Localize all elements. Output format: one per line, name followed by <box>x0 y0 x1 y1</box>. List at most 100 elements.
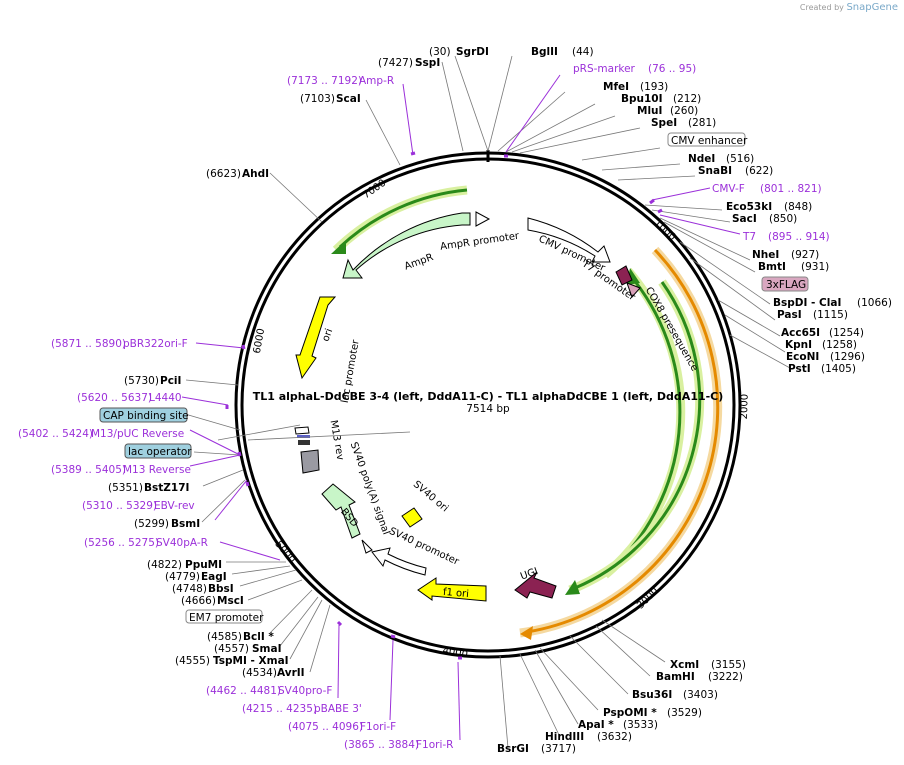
site-psti: PstI <box>788 363 811 375</box>
orf-arrow-orange <box>526 248 720 634</box>
primer-m13-puc-reverse: M13/pUC Reverse <box>91 428 184 440</box>
primer-marks <box>225 151 663 660</box>
feature-cox8-presequence <box>615 265 633 286</box>
site-pos-acc65i: (1254) <box>829 327 864 339</box>
site-bbsi: BbsI <box>208 583 234 595</box>
feature-3xflag-label: 3xFLAG <box>766 279 806 291</box>
primer-pos-m13-puc-reverse: (5402 .. 5424) <box>18 428 93 440</box>
box-cap-binding-site <box>99 407 188 423</box>
box-3xflag <box>761 276 809 292</box>
site-pos-psti: (1405) <box>821 363 856 375</box>
primer-f1ori-f: F1ori-F <box>360 721 396 733</box>
primer-pos-l4440: (5620 .. 5637) <box>77 392 152 404</box>
feature-lac-promoter <box>294 426 310 435</box>
site-pos-pasi: (1115) <box>813 309 848 321</box>
site-snabi: SnaBI <box>698 165 732 177</box>
feature-ugi <box>514 571 557 599</box>
site-bsrgi: BsrGI <box>497 743 529 755</box>
feature-cap-binding-site-label: CAP binding site <box>103 410 189 422</box>
site-pos-smai: (4557) <box>214 643 249 655</box>
site-pos-bsmi: (5299) <box>134 518 169 530</box>
site-eagi: EagI <box>201 571 227 583</box>
feature-ori <box>295 296 337 380</box>
primer-l4440: L4440 <box>149 392 182 404</box>
primer-sv40pro-f: SV40pro-F <box>278 685 332 697</box>
site-pos-kpni: (1258) <box>822 339 857 351</box>
tick-3000: 3000 <box>635 586 661 612</box>
primer-pos-f1ori-r: (3865 .. 3884) <box>344 739 419 751</box>
primer-amp-r: Amp-R <box>359 75 394 87</box>
primer-pos-f1ori-f: (4075 .. 4096) <box>288 721 363 733</box>
site-bglii: BglII <box>531 46 558 58</box>
site-pos-tspmi-xmai: (4555) <box>175 655 210 667</box>
site-pos-avrii: (4534) <box>242 667 277 679</box>
site-pos-bbsi: (4748) <box>172 583 207 595</box>
site-pos-apai: (3533) <box>623 719 658 731</box>
feature-m13-rev <box>298 440 310 445</box>
site-pasi: PasI <box>777 309 802 321</box>
snapgene-logo: SnapGene <box>846 2 898 13</box>
primer-pbabe3: pBABE 3' <box>314 703 362 715</box>
site-ppumi: PpuMI <box>185 559 222 571</box>
site-pos-mfei: (193) <box>640 81 668 93</box>
site-eco53ki: Eco53kI <box>726 201 772 213</box>
primer-cmv-f: CMV-F <box>712 183 745 195</box>
site-pos-scai: (7103) <box>300 93 335 105</box>
primer-leader-lines <box>181 74 741 741</box>
primer-pbr322ori-f: pBR322ori-F <box>123 338 188 350</box>
orf-arrowhead-green-2 <box>331 240 346 254</box>
site-bpu10i: Bpu10I <box>621 93 663 105</box>
primer-prs-marker: pRS-marker <box>573 63 636 75</box>
box-cmv-enhancer <box>667 132 746 147</box>
site-avrii: AvrII <box>277 667 305 679</box>
site-saci: SacI <box>732 213 757 225</box>
site-pos-nhei: (927) <box>791 249 819 261</box>
primer-sv40pa-r: SV40pA-R <box>156 537 208 549</box>
site-msci: MscI <box>217 595 244 607</box>
site-acc65i: Acc65I <box>781 327 820 339</box>
plasmid-name: TL1 alphaL-DdCBE 3-4 (left, DddA11-C) - … <box>253 390 724 403</box>
tick-5000: 5000 <box>272 539 297 566</box>
site-pos-ndei: (516) <box>726 153 754 165</box>
site-pos-econi: (1296) <box>830 351 865 363</box>
site-pos-bsrgi: (3717) <box>541 743 576 755</box>
orf-arrowhead-orange <box>520 626 533 640</box>
feature-cmv-promoter <box>527 217 611 263</box>
site-pos-pcii: (5730) <box>124 375 159 387</box>
site-pos-eco53ki: (848) <box>784 201 812 213</box>
primer-pos-m13-reverse: (5389 .. 5405) <box>51 464 126 476</box>
site-bstz17i: BstZ17I <box>144 482 189 494</box>
site-sgrdi: SgrDI <box>456 46 489 58</box>
site-mfei: MfeI <box>603 81 629 93</box>
feature-ampr <box>342 212 471 279</box>
site-apai: ApaI * <box>578 719 614 731</box>
feature-f1-ori <box>417 577 487 602</box>
primer-pos-ebv-rev: (5310 .. 5329) <box>82 500 157 512</box>
site-pos-bmti: (931) <box>801 261 829 273</box>
feature-lac-operator-label: lac operator <box>128 446 192 458</box>
label-f1-ori: f1 ori <box>442 587 469 600</box>
feature-sv40-polya <box>300 449 320 474</box>
site-pos-bamhi: (3222) <box>708 671 743 683</box>
feature-lac-operator <box>297 435 310 438</box>
orf-arrow-green-2 <box>338 188 468 249</box>
site-pos-bstz17i: (5351) <box>108 482 143 494</box>
site-pos-sspi: (7427) <box>378 57 413 69</box>
primer-m13-reverse: M13 Reverse <box>123 464 191 476</box>
site-kpni: KpnI <box>785 339 812 351</box>
box-em7-promoter <box>185 609 263 624</box>
site-xcmi: XcmI <box>670 659 699 671</box>
label-ampr: AmpR <box>403 252 435 273</box>
primer-pos-prs-marker: (76 .. 95) <box>648 63 696 75</box>
site-pos-hindiii: (3632) <box>597 731 632 743</box>
orf-arrowhead-green-3 <box>565 580 580 595</box>
primer-pos-cmv-f: (801 .. 821) <box>760 183 822 195</box>
feature-em7-promoter-label: EM7 promoter <box>189 612 264 624</box>
site-pos-sgrdi: (30) <box>429 46 451 58</box>
site-bamhi: BamHI <box>656 671 695 683</box>
feature-ampr-promoter <box>475 211 491 227</box>
tick-4000: 4000 <box>442 645 469 660</box>
primer-pos-pbr322ori-f: (5871 .. 5890) <box>51 338 126 350</box>
primer-pos-sv40pro-f: (4462 .. 4481) <box>206 685 281 697</box>
